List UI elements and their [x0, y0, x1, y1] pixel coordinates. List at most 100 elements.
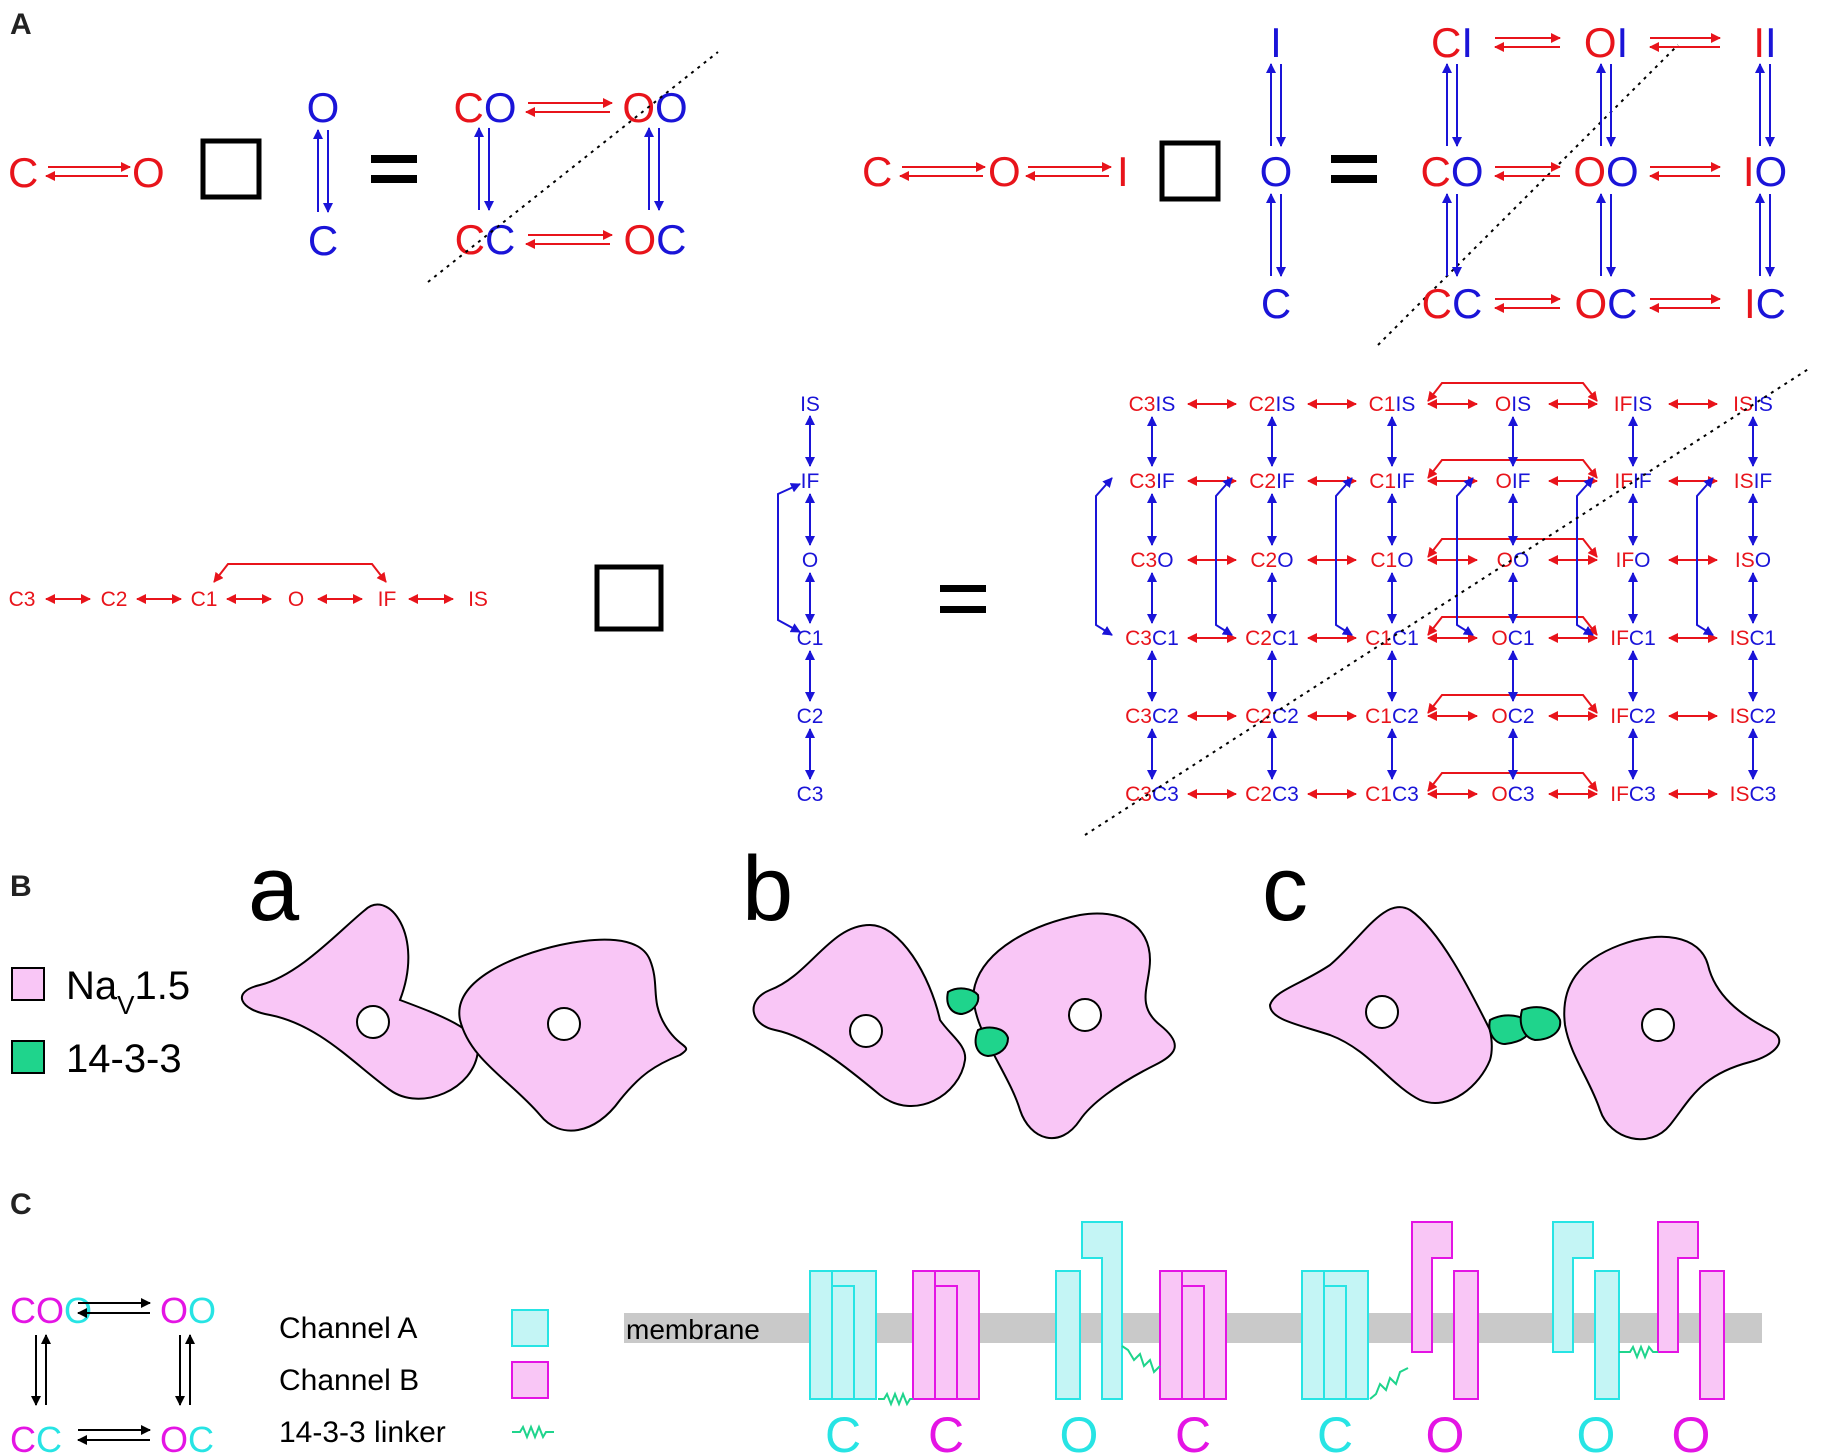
- state-label: C3: [9, 588, 36, 611]
- state-label: O: [132, 149, 165, 196]
- row2-blue-chain: I O C: [1260, 19, 1293, 327]
- state-label: COO: [10, 1290, 92, 1331]
- state-label: C: [8, 149, 38, 196]
- channel-state-letter: O: [1577, 1407, 1616, 1454]
- channel-pore: [1068, 998, 1102, 1032]
- state-label: OIS: [1495, 393, 1531, 416]
- state-label: IF: [378, 588, 397, 611]
- 14-3-3-linker: [878, 1391, 913, 1407]
- dimer-a: [240, 903, 688, 1132]
- equals-sign: [1331, 155, 1377, 183]
- arrow: [1095, 477, 1113, 636]
- state-label: ISC2: [1730, 705, 1777, 728]
- arrow: [1576, 477, 1594, 636]
- state-label: OC3: [1491, 783, 1534, 806]
- arrow: [1427, 382, 1598, 402]
- state-label: IFC3: [1610, 783, 1656, 806]
- nav15-channel: [1563, 935, 1781, 1141]
- state-label: O: [802, 549, 818, 572]
- state-label: OC1: [1491, 627, 1534, 650]
- state-label: C1C2: [1365, 705, 1419, 728]
- state-label: C: [862, 148, 892, 195]
- state-label: CI: [1431, 19, 1473, 66]
- 14-3-3-legend-swatch: [11, 1040, 45, 1074]
- panel-b-legend: NaV1.5 14-3-3: [11, 964, 190, 1081]
- state-label: C3IF: [1129, 470, 1175, 493]
- linker-legend-label: 14-3-3 linker: [279, 1416, 446, 1449]
- state-label: O: [288, 588, 304, 611]
- state-label: I: [1270, 19, 1282, 66]
- state-label: ISC3: [1730, 783, 1777, 806]
- panel-label-c: C: [10, 1188, 32, 1221]
- state-label: C3IS: [1129, 393, 1176, 416]
- state-label: C1: [191, 588, 218, 611]
- row3-blue-chain: IS IF O C1 C2 C3: [777, 393, 824, 806]
- dimer-c: [1268, 906, 1781, 1141]
- channel-pore: [849, 1014, 883, 1048]
- channel-closed: [1159, 1270, 1227, 1400]
- channel-state-letter: C: [928, 1407, 964, 1454]
- row2-chain: C O I: [862, 148, 1129, 195]
- arrow: [1215, 477, 1233, 636]
- channel-state-letter: C: [825, 1407, 861, 1454]
- state-label: IFC2: [1610, 705, 1656, 728]
- state-label: OI: [1584, 19, 1628, 66]
- state-label: IS: [468, 588, 488, 611]
- panel-label-b: B: [10, 870, 32, 903]
- channel-b-legend-swatch: [511, 1361, 549, 1399]
- equals-sign: [371, 155, 417, 183]
- channel-pore: [1365, 995, 1399, 1029]
- state-label: CO: [453, 84, 516, 131]
- 14-3-3-protein: [946, 987, 980, 1016]
- box-product-operator: [594, 564, 664, 632]
- state-label: C1: [797, 627, 824, 650]
- state-label: IFC1: [1610, 627, 1656, 650]
- state-label: C1C1: [1365, 627, 1419, 650]
- state-label: OC: [1574, 280, 1637, 327]
- state-label: C2: [101, 588, 128, 611]
- channel-closed: [912, 1270, 980, 1400]
- 14-3-3-protein: [974, 1026, 1010, 1058]
- state-label: C2C1: [1245, 627, 1299, 650]
- state-label: O: [1260, 148, 1293, 195]
- channel-pore: [547, 1007, 581, 1041]
- 14-3-3-linker: [1369, 1367, 1409, 1400]
- membrane-label: membrane: [626, 1314, 760, 1345]
- subpanel-label-a: a: [248, 838, 300, 940]
- state-label: IFO: [1615, 549, 1650, 572]
- diagonal-dotted-line: [1084, 367, 1811, 836]
- state-label: OC: [623, 216, 686, 263]
- row1-blue-chain: O C: [307, 84, 340, 264]
- state-label: C3C1: [1125, 627, 1179, 650]
- channel-state-letter: O: [1672, 1407, 1711, 1454]
- diagonal-dotted-line: [1377, 44, 1679, 346]
- 14-3-3-linker: [1619, 1344, 1658, 1360]
- channel-closed: [1301, 1270, 1369, 1400]
- state-label: C2C2: [1245, 705, 1299, 728]
- state-label: CO: [1420, 148, 1483, 195]
- channel-state-letter: C: [1317, 1407, 1353, 1454]
- state-label: C2IS: [1249, 393, 1296, 416]
- channel-pore: [1641, 1008, 1675, 1042]
- channel-b-legend-label: Channel B: [279, 1364, 419, 1397]
- channel-open: [1552, 1221, 1620, 1400]
- nav15-legend-label: NaV1.5: [66, 964, 190, 1020]
- channel-open: [1657, 1221, 1725, 1400]
- nav15-legend-swatch: [11, 967, 45, 1001]
- state-label: I: [1117, 148, 1129, 195]
- state-label: CC: [10, 1419, 62, 1454]
- state-label: C2IF: [1249, 470, 1295, 493]
- state-label: C2C3: [1245, 783, 1299, 806]
- diagonal-dotted-line: [427, 51, 719, 283]
- dimer-b: [752, 912, 1176, 1140]
- panel-label-a: A: [10, 8, 32, 41]
- state-label: ISO: [1735, 549, 1771, 572]
- state-label: C1IF: [1369, 470, 1415, 493]
- state-label: OC2: [1491, 705, 1534, 728]
- state-label: CC: [1422, 280, 1483, 327]
- linker-legend-zigzag: [512, 1424, 554, 1440]
- state-label: II: [1753, 19, 1776, 66]
